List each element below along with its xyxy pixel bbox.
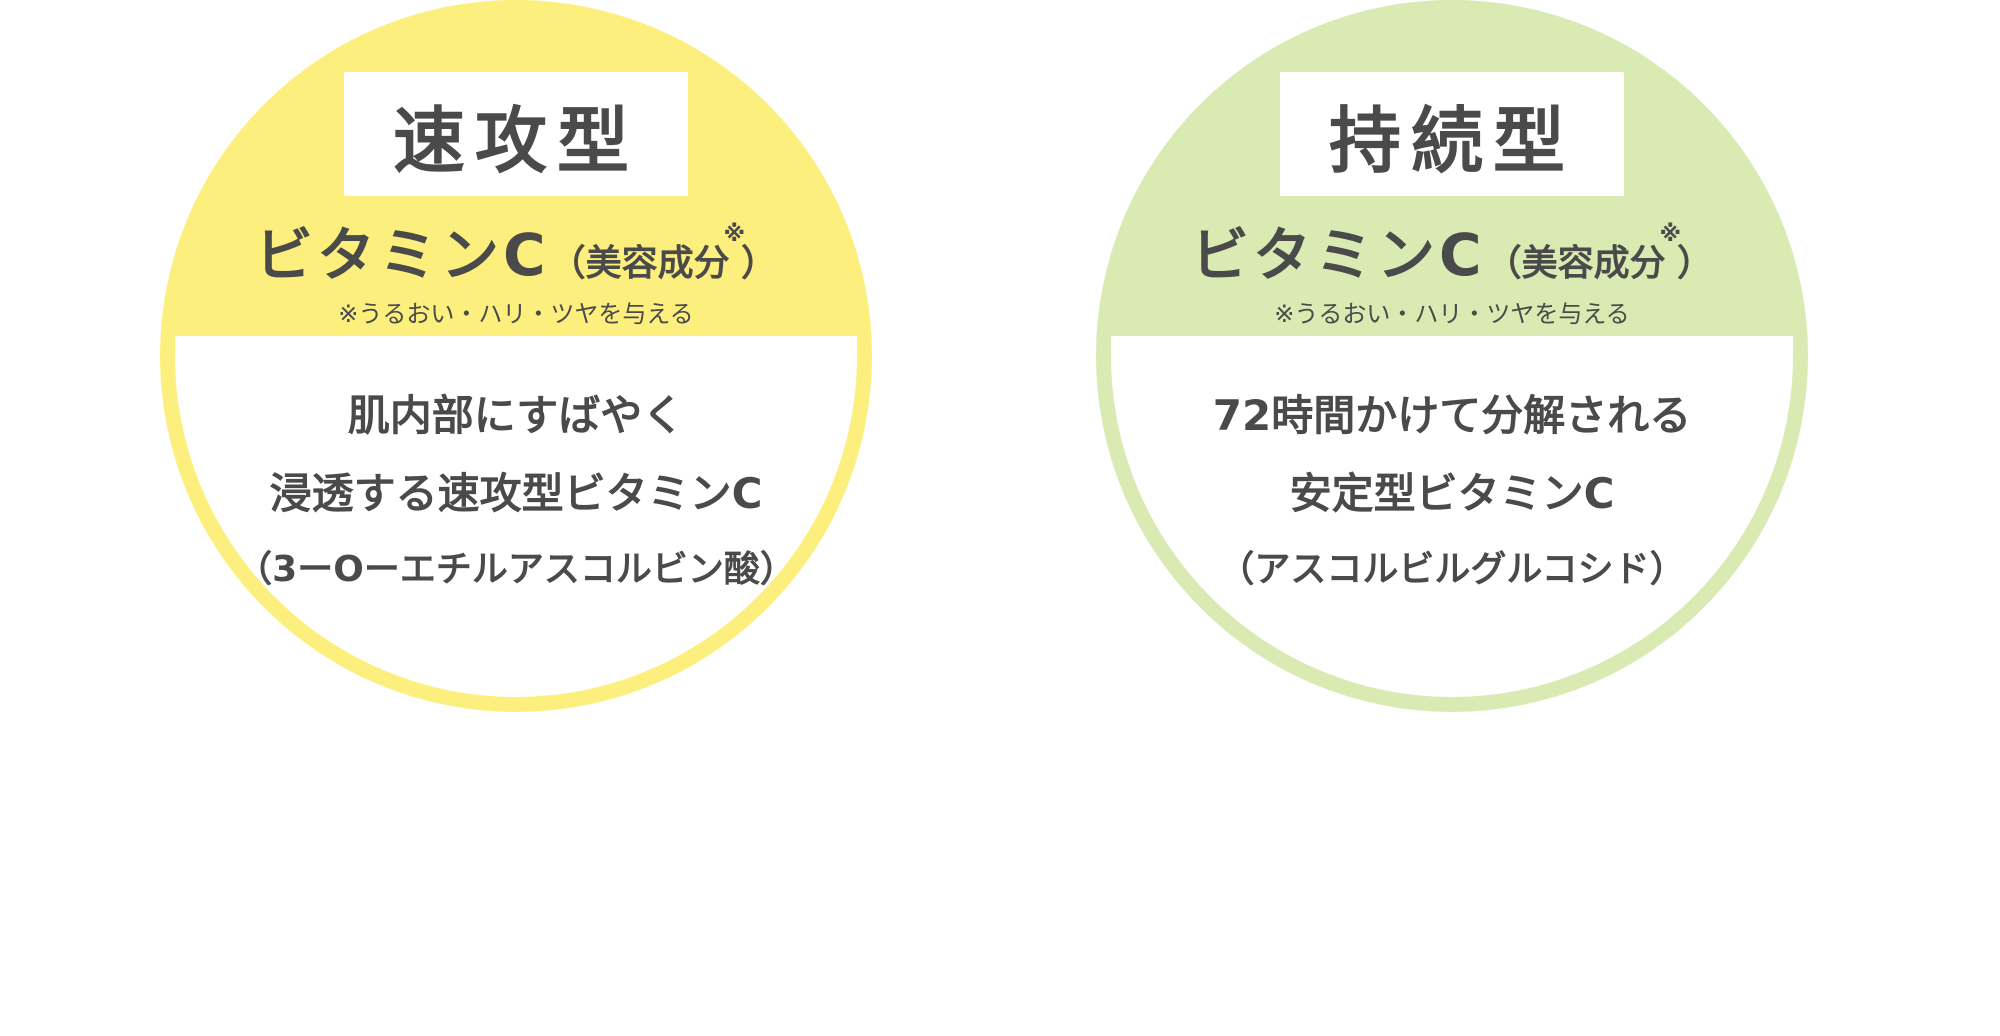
beauty-ingredient-label: 美容成分 [585, 243, 730, 284]
vitamin-c-label: ビタミンC [1190, 221, 1486, 289]
description-line-1: 72時間かけて分解される [1212, 391, 1692, 440]
long-lasting-card: 持続型 ビタミンC（美容成分※） ※うるおい・ハリ・ツヤを与える 72時間かけて… [1096, 0, 1808, 712]
paren-open: （ [1485, 243, 1522, 284]
fast-acting-tag: 速攻型 [344, 72, 688, 196]
footnote-text: ※うるおい・ハリ・ツヤを与える [1274, 300, 1630, 328]
vitamin-c-label: ビタミンC [254, 221, 550, 289]
paren-close: ） [1676, 243, 1713, 284]
long-lasting-tag: 持続型 [1280, 72, 1624, 196]
ingredient-name: （3ーOーエチルアスコルビン酸） [236, 549, 796, 590]
description-line-2: 安定型ビタミンC [1289, 469, 1615, 518]
ingredient-name: （アスコルビルグルコシド） [1218, 549, 1686, 590]
footnote-mark: ※ [1659, 222, 1681, 247]
footnote-text: ※うるおい・ハリ・ツヤを与える [338, 300, 694, 328]
fast-acting-card: 速攻型 ビタミンC（美容成分※） ※うるおい・ハリ・ツヤを与える 肌内部にすばや… [160, 0, 872, 712]
description-line-2: 浸透する速攻型ビタミンC [269, 469, 763, 518]
vitamin-c-heading: ビタミンC（美容成分※） [160, 208, 872, 292]
paren-open: （ [549, 243, 586, 284]
paren-close: ） [740, 243, 777, 284]
beauty-ingredient-label: 美容成分 [1521, 243, 1666, 284]
vitamin-c-heading: ビタミンC（美容成分※） [1096, 208, 1808, 292]
description-line-1: 肌内部にすばやく [347, 391, 685, 440]
footnote-mark: ※ [723, 222, 745, 247]
